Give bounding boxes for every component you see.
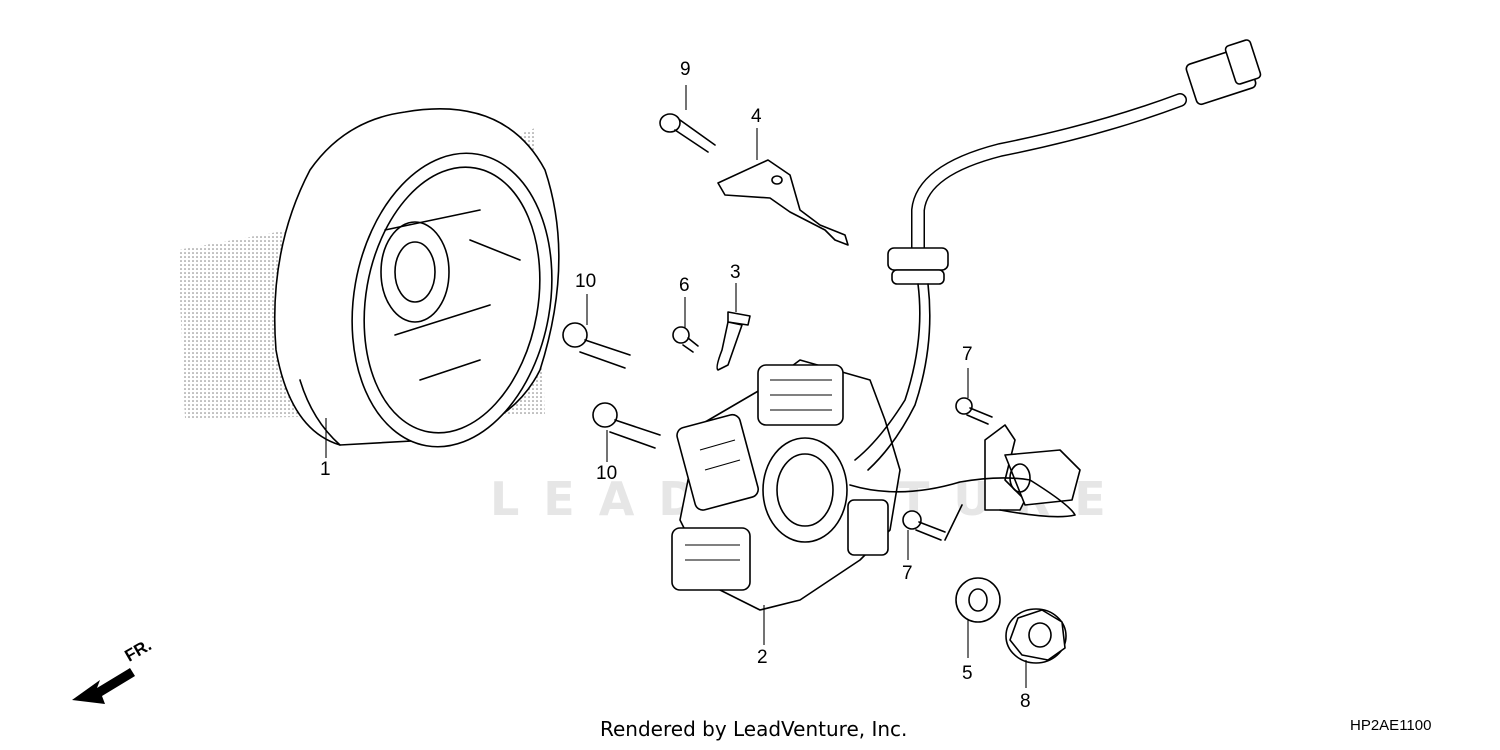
callout-9: 9 <box>680 59 691 80</box>
callout-7-lower: 7 <box>902 563 913 584</box>
diagram-code: HP2AE1100 <box>1350 717 1432 734</box>
rendered-by-text: Rendered by LeadVenture, Inc. <box>600 717 908 741</box>
bolt-6[interactable] <box>672 326 699 353</box>
bolt-7-upper[interactable] <box>955 397 993 425</box>
callout-10-upper: 10 <box>575 271 597 292</box>
stay-part[interactable] <box>717 159 849 246</box>
front-direction-arrow <box>72 668 135 704</box>
callout-10-lower: 10 <box>596 463 618 484</box>
bolt-9[interactable] <box>659 113 716 153</box>
wire-harness[interactable] <box>854 39 1262 471</box>
clamp-part[interactable] <box>716 311 751 371</box>
pulse-generator[interactable] <box>849 424 1081 541</box>
washer-part[interactable] <box>955 577 1001 623</box>
callout-5: 5 <box>962 663 973 684</box>
bolt-10-lower[interactable] <box>592 402 661 449</box>
flywheel-part[interactable] <box>178 108 574 463</box>
bolt-10-upper[interactable] <box>562 322 631 369</box>
callout-6: 6 <box>679 275 690 296</box>
callout-7-upper: 7 <box>962 344 973 365</box>
callout-2: 2 <box>757 647 768 668</box>
bolt-7-lower[interactable] <box>902 510 946 541</box>
callout-1: 1 <box>320 459 331 480</box>
flange-nut-part[interactable] <box>1005 608 1067 664</box>
leader-lines <box>325 85 1027 688</box>
callout-8: 8 <box>1020 691 1031 712</box>
callout-3: 3 <box>730 262 741 283</box>
stator-part[interactable] <box>671 359 901 611</box>
callout-4: 4 <box>751 106 762 127</box>
